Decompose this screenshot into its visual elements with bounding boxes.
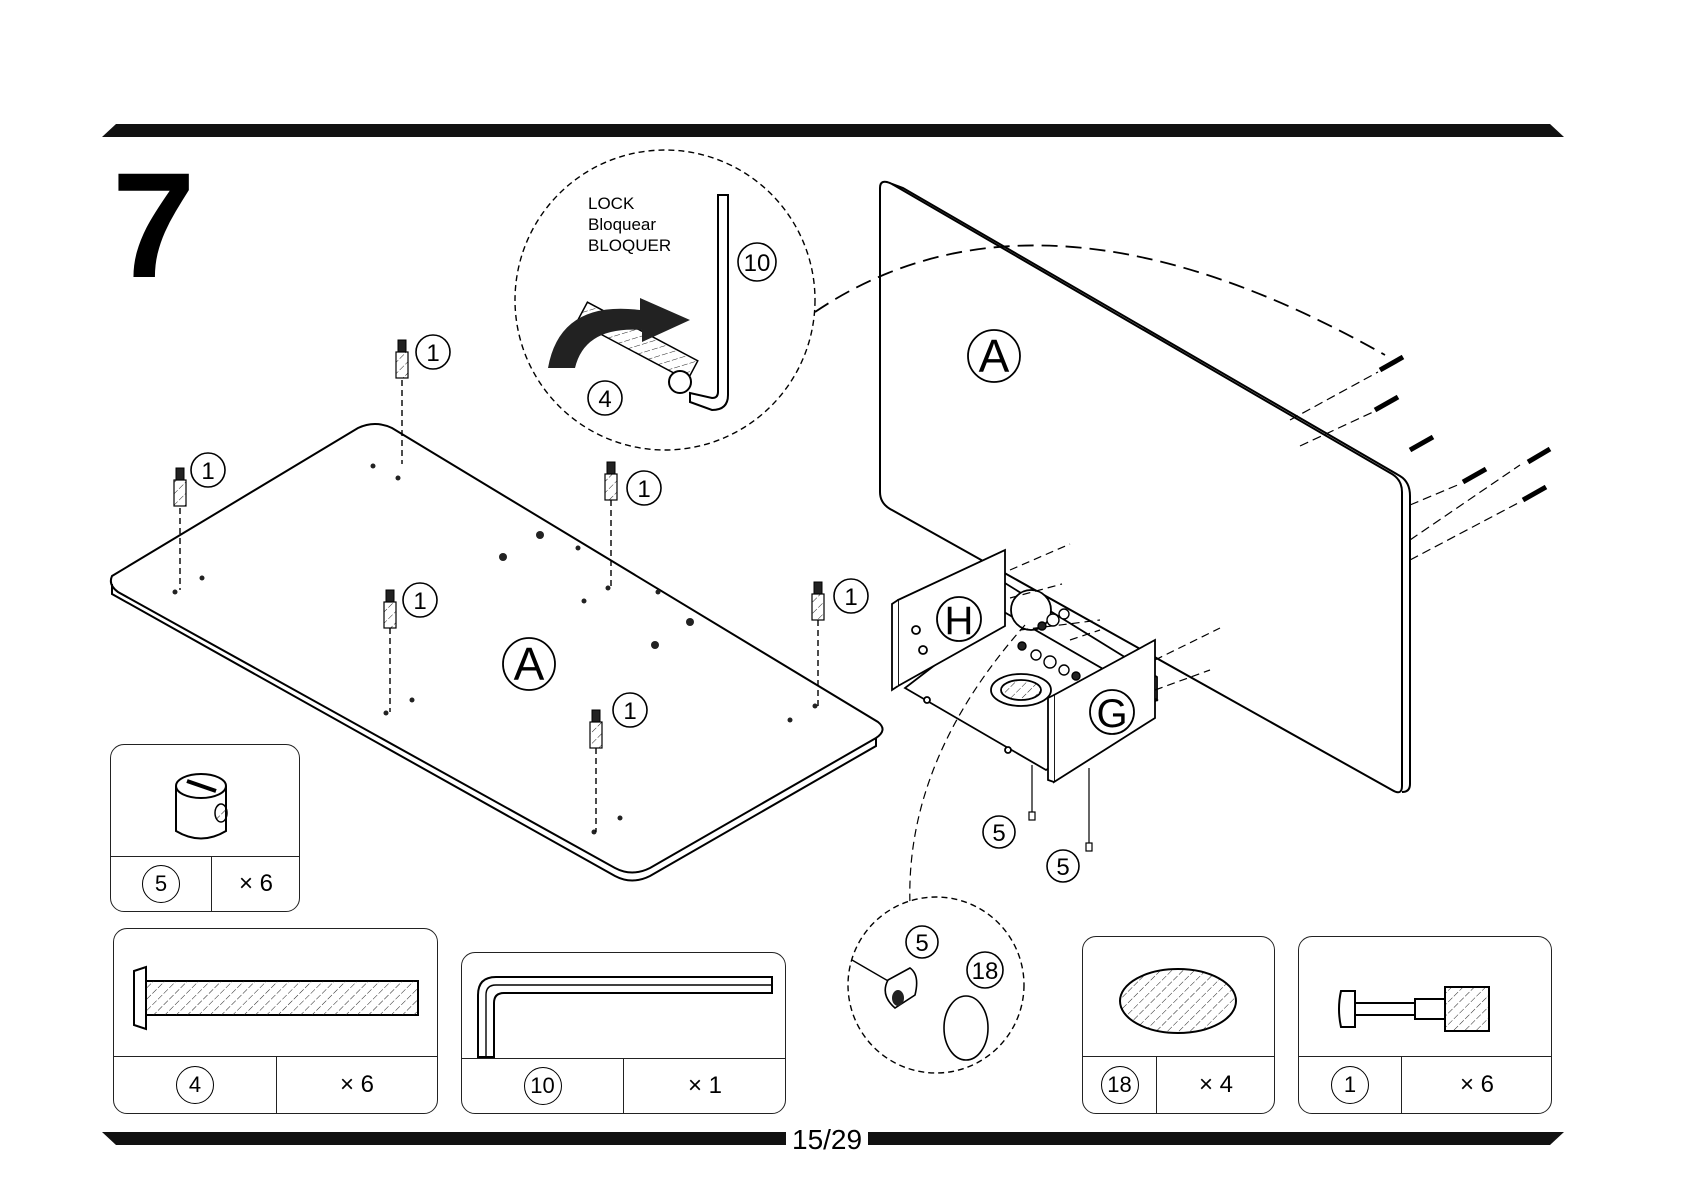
lock-line-3: BLOQUER (588, 236, 671, 255)
part-qty-allen-key: × 1 (625, 1059, 785, 1113)
svg-text:1: 1 (623, 698, 636, 725)
part-id-cover-cap: 18 (1101, 1066, 1139, 1104)
svg-text:1: 1 (413, 588, 426, 615)
allen-key-icon (474, 965, 774, 1065)
part-qty-cover-cap: × 4 (1158, 1057, 1274, 1113)
svg-text:A: A (514, 638, 545, 690)
svg-text:1: 1 (637, 476, 650, 503)
svg-text:18: 18 (972, 958, 999, 985)
lock-detail (515, 150, 815, 450)
svg-text:1: 1 (844, 584, 857, 611)
svg-text:4: 4 (598, 386, 611, 413)
part-box-cam-bolt: 1 × 6 (1298, 936, 1552, 1114)
part-id-allen-key: 10 (524, 1067, 562, 1105)
bolts-right (1375, 357, 1550, 500)
svg-text:10: 10 (744, 250, 771, 277)
lock-line-1: LOCK (588, 194, 635, 213)
part-id-cam-bolt: 1 (1331, 1066, 1369, 1104)
part-box-bolt: 4 × 6 (113, 928, 438, 1114)
svg-text:5: 5 (915, 930, 928, 957)
part-box-cover-cap: 18 × 4 (1082, 936, 1275, 1114)
cover-cap-icon (1113, 961, 1243, 1041)
part-id-barrel-nut: 5 (142, 865, 180, 903)
panel-label-g: G (1090, 690, 1134, 736)
cap-detail (848, 897, 1024, 1073)
part-box-barrel-nut: 5 × 6 (110, 744, 300, 912)
lock-line-2: Bloquear (588, 215, 656, 234)
svg-text:1: 1 (426, 340, 439, 367)
svg-text:A: A (979, 330, 1010, 382)
panel-label-a-top: A (503, 638, 555, 690)
svg-text:H: H (945, 599, 974, 643)
part-qty-barrel-nut: × 6 (213, 857, 299, 911)
panel-label-a-back: A (968, 330, 1020, 382)
svg-text:5: 5 (1056, 854, 1069, 881)
svg-text:5: 5 (992, 820, 1005, 847)
svg-text:1: 1 (201, 458, 214, 485)
cam-bolt-icon (1337, 977, 1517, 1047)
part-id-bolt: 4 (176, 1066, 214, 1104)
bolt-icon (126, 963, 426, 1033)
part-qty-cam-bolt: × 6 (1403, 1057, 1551, 1113)
barrel-nut-icon (161, 761, 251, 851)
svg-text:G: G (1096, 692, 1127, 736)
part-qty-bolt: × 6 (277, 1057, 437, 1113)
part-box-allen-key: 10 × 1 (461, 952, 786, 1114)
